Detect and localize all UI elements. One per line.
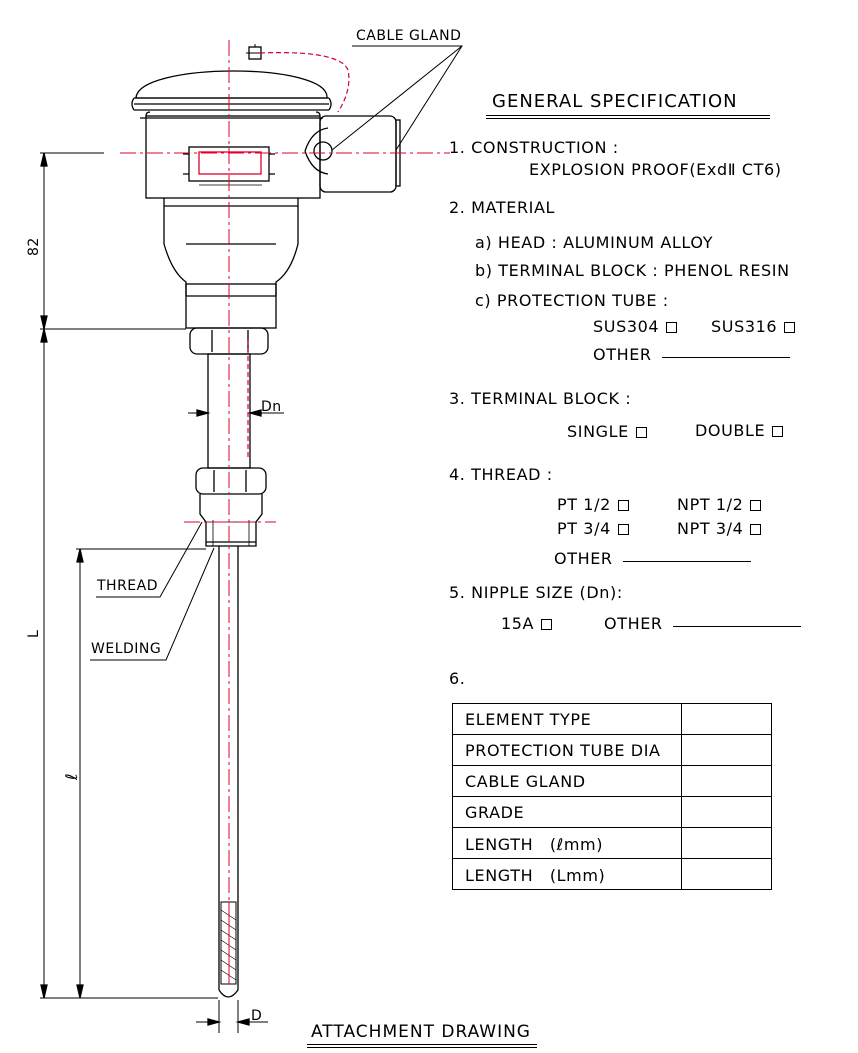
table-row: GRADE	[452, 796, 772, 828]
construction-label: 1. CONSTRUCTION :	[449, 138, 619, 157]
15a-checkbox[interactable]	[541, 619, 553, 630]
dim-ell-label: ℓ	[62, 772, 81, 780]
protection-tube	[218, 546, 239, 998]
material-other-field[interactable]: OTHER	[593, 345, 790, 364]
double-checkbox[interactable]	[772, 426, 784, 437]
thread-spec-label: 4. THREAD :	[449, 465, 553, 484]
pt12-checkbox[interactable]	[617, 500, 629, 511]
dim-82-label: 82	[26, 237, 42, 256]
table-row: LENGTH (ℓmm)	[452, 827, 772, 859]
d-label: D	[251, 1008, 263, 1024]
spec-table: ELEMENT TYPE PROTECTION TUBE DIA CABLE G…	[452, 703, 772, 890]
nipple-size-label: 5. NIPPLE SIZE (Dn):	[449, 583, 623, 602]
dn-label: Dn	[261, 399, 282, 415]
option-single[interactable]: SINGLE	[567, 422, 647, 441]
caption-underline	[307, 1044, 537, 1045]
pt34-checkbox[interactable]	[617, 524, 629, 535]
option-15a[interactable]: 15A	[501, 614, 553, 633]
section-6-label: 6.	[449, 669, 466, 688]
table-row: PROTECTION TUBE DIA	[452, 734, 772, 766]
table-row: ELEMENT TYPE	[452, 703, 772, 735]
head-dome	[135, 70, 328, 99]
sus304-checkbox[interactable]	[666, 322, 678, 333]
construction-value: EXPLOSION PROOF(ExdⅡ CT6)	[529, 160, 782, 179]
neck	[163, 198, 299, 296]
option-sus304[interactable]: SUS304	[593, 317, 678, 336]
spec-title: GENERAL SPECIFICATION	[492, 91, 738, 112]
option-double[interactable]: DOUBLE	[695, 421, 784, 440]
head-body	[145, 115, 321, 199]
nipple-other-field[interactable]: OTHER	[604, 614, 801, 633]
drawing-caption: ATTACHMENT DRAWING	[311, 1022, 531, 1042]
dim-l-label: L	[26, 629, 42, 638]
welding-label: WELDING	[91, 641, 162, 657]
material-tube: c) PROTECTION TUBE :	[475, 291, 669, 310]
table-row: CABLE GLAND	[452, 765, 772, 797]
option-npt34[interactable]: NPT 3/4	[677, 519, 762, 538]
material-head: a) HEAD : ALUMINUM ALLOY	[475, 233, 714, 252]
spec-title-underline	[486, 115, 770, 116]
option-sus316[interactable]: SUS316	[711, 317, 796, 336]
option-pt12[interactable]: PT 1/2	[557, 495, 629, 514]
npt34-checkbox[interactable]	[750, 524, 762, 535]
sus316-checkbox[interactable]	[784, 322, 796, 333]
single-checkbox[interactable]	[635, 427, 647, 438]
thread-other-field[interactable]: OTHER	[554, 549, 751, 568]
material-terminal: b) TERMINAL BLOCK : PHENOL RESIN	[475, 261, 790, 280]
material-label: 2. MATERIAL	[449, 198, 556, 217]
option-pt34[interactable]: PT 3/4	[557, 519, 629, 538]
npt12-checkbox[interactable]	[750, 500, 762, 511]
cable-gland-label: CABLE GLAND	[356, 28, 462, 44]
option-npt12[interactable]: NPT 1/2	[677, 495, 762, 514]
head-rings	[131, 97, 332, 111]
table-row: LENGTH (Lmm)	[452, 858, 772, 890]
terminal-block-label: 3. TERMINAL BLOCK :	[449, 389, 632, 408]
thread-label: THREAD	[97, 578, 159, 594]
